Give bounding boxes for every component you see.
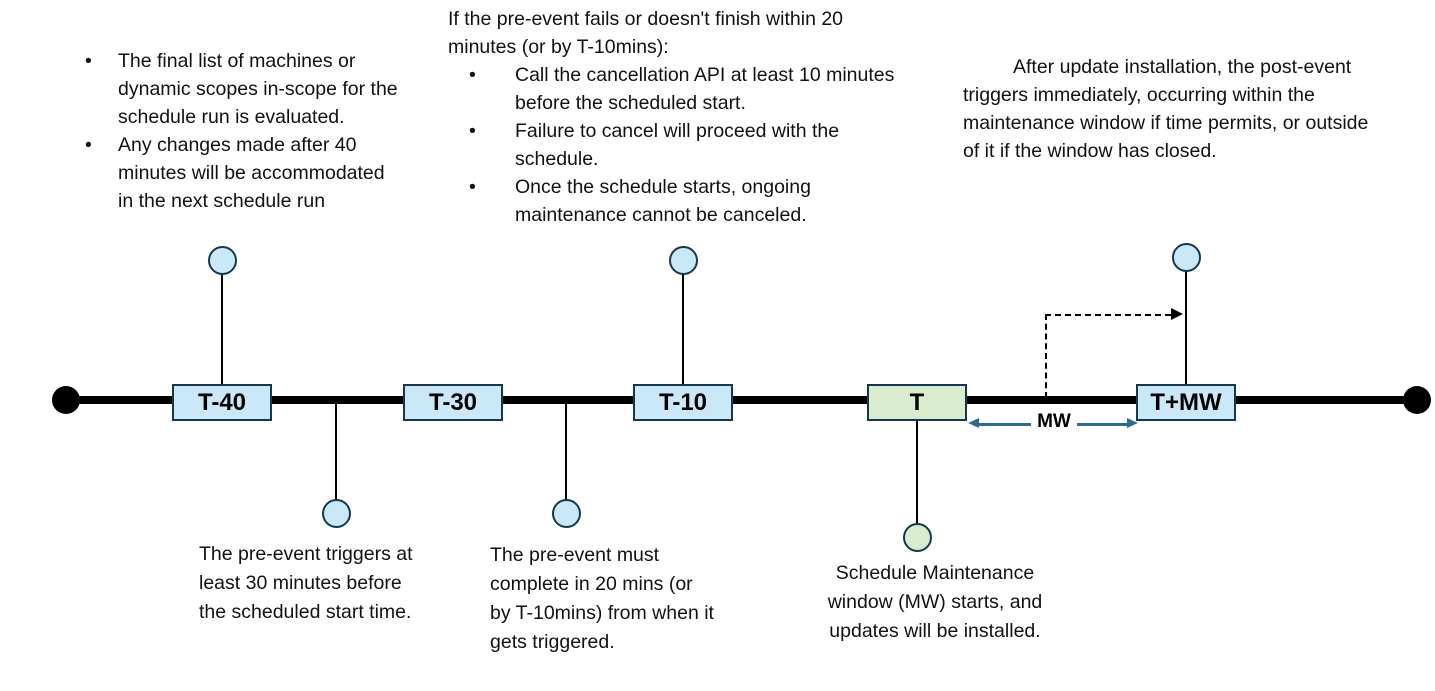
milestone-box-t10: T-10 bbox=[633, 384, 733, 421]
callout-schedule-evaluation: The final list of machines or dynamic sc… bbox=[80, 47, 403, 215]
mw-arrow-left-icon bbox=[968, 418, 979, 428]
milestone-box-tmw: T+MW bbox=[1136, 384, 1236, 421]
timeline-end-dot bbox=[1403, 386, 1431, 414]
connector-t40-node bbox=[221, 273, 223, 384]
mw-arrow-right-icon bbox=[1127, 418, 1138, 428]
event-node-pre-event-trigger bbox=[322, 499, 351, 528]
connector-t10-node bbox=[682, 273, 684, 384]
timeline-start-dot bbox=[52, 386, 80, 414]
callout-pre-event-complete: The pre-event must complete in 20 mins (… bbox=[490, 544, 714, 653]
dashed-connector-horizontal bbox=[1045, 314, 1171, 316]
callout-post-event: After update installation, the post-even… bbox=[963, 56, 1369, 162]
bullet-item: Once the schedule starts, ongoing mainte… bbox=[448, 173, 915, 229]
milestone-box-t: T bbox=[867, 384, 967, 421]
callout-maintenance-start: Schedule Maintenance window (MW) starts,… bbox=[827, 562, 1043, 642]
connector-pre-event-trigger-node bbox=[335, 404, 337, 500]
mw-arrow-left-shaft bbox=[979, 423, 1031, 426]
bullet-item: Call the cancellation API at least 10 mi… bbox=[448, 61, 915, 117]
dashed-arrowhead-icon bbox=[1171, 308, 1183, 320]
mw-arrow-right-shaft bbox=[1077, 423, 1127, 426]
callout-pre-event-failure-rules: If the pre-event fails or doesn't finish… bbox=[448, 5, 915, 229]
timeline-bar bbox=[66, 396, 1418, 404]
event-node-t40 bbox=[208, 246, 237, 275]
connector-t-node bbox=[916, 421, 918, 523]
callout-heading: If the pre-event fails or doesn't finish… bbox=[448, 8, 844, 58]
event-node-maintenance-start bbox=[903, 523, 932, 552]
callout-pre-event-trigger: The pre-event triggers at least 30 minut… bbox=[199, 543, 413, 623]
event-node-pre-event-complete bbox=[552, 499, 581, 528]
milestone-box-t40: T-40 bbox=[172, 384, 272, 421]
bullet-item: Any changes made after 40 minutes will b… bbox=[80, 131, 403, 215]
event-node-t10 bbox=[669, 246, 698, 275]
bullet-item: The final list of machines or dynamic sc… bbox=[80, 47, 403, 131]
connector-tmw-node bbox=[1185, 270, 1187, 384]
milestone-box-t30: T-30 bbox=[403, 384, 503, 421]
dashed-connector-vertical bbox=[1045, 314, 1047, 398]
event-node-post-event bbox=[1172, 243, 1201, 272]
mw-span-label: MW bbox=[1037, 411, 1071, 432]
connector-pre-event-complete-node bbox=[565, 404, 567, 500]
bullet-item: Failure to cancel will proceed with the … bbox=[448, 117, 915, 173]
